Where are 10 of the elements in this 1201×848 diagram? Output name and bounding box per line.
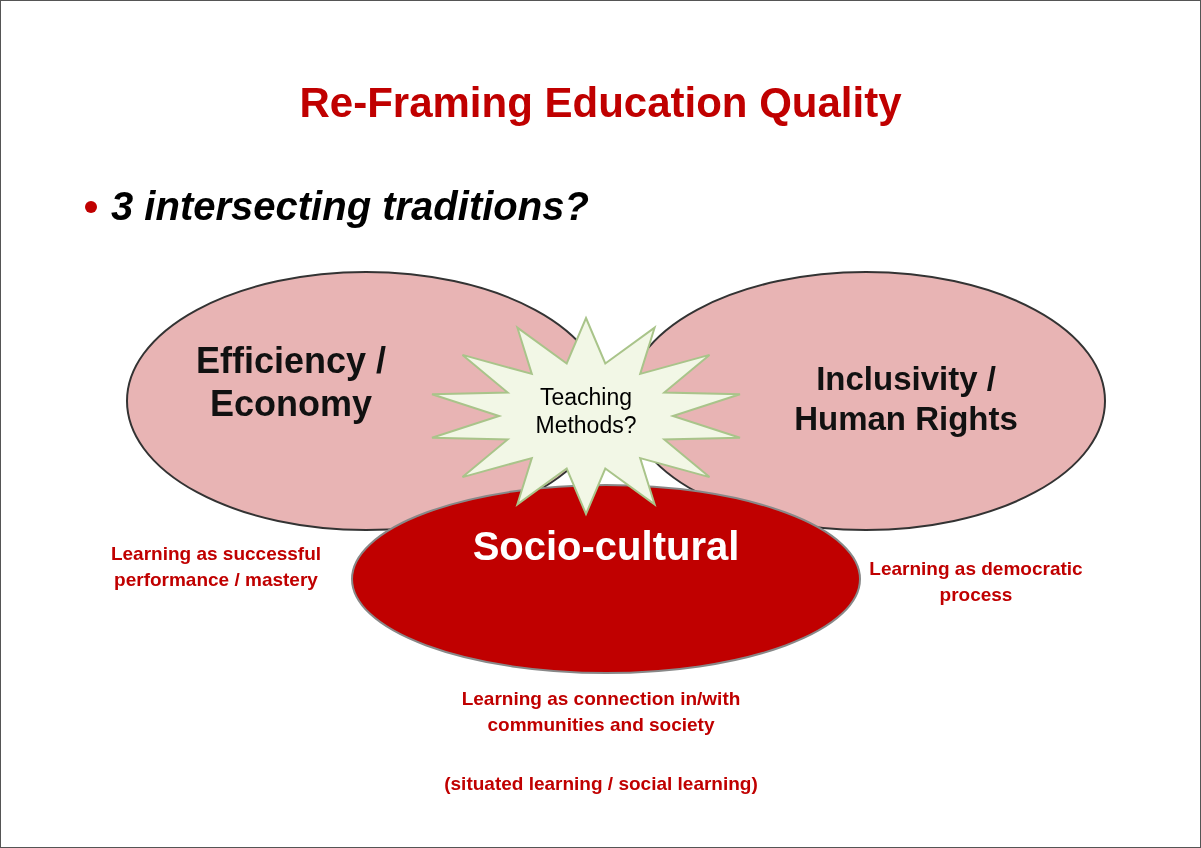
bullet-text: 3 intersecting traditions?	[111, 183, 590, 230]
ellipse-label: Efficiency / Economy	[194, 339, 388, 426]
ellipse-label: Inclusivity / Human Rights	[793, 359, 1019, 439]
slide-title: Re-Framing Education Quality	[298, 79, 903, 127]
annotation-text: Learning as connection in/with communities and society	[460, 687, 742, 737]
starburst-label: Teaching Methods?	[534, 384, 638, 440]
annotation-text: (situated learning / social learning)	[443, 772, 759, 796]
ellipse-label: Socio-cultural	[471, 523, 741, 570]
annotation-text: Learning as successful performance / mastery	[109, 542, 323, 592]
annotation-text: Learning as democratic process	[868, 557, 1084, 607]
